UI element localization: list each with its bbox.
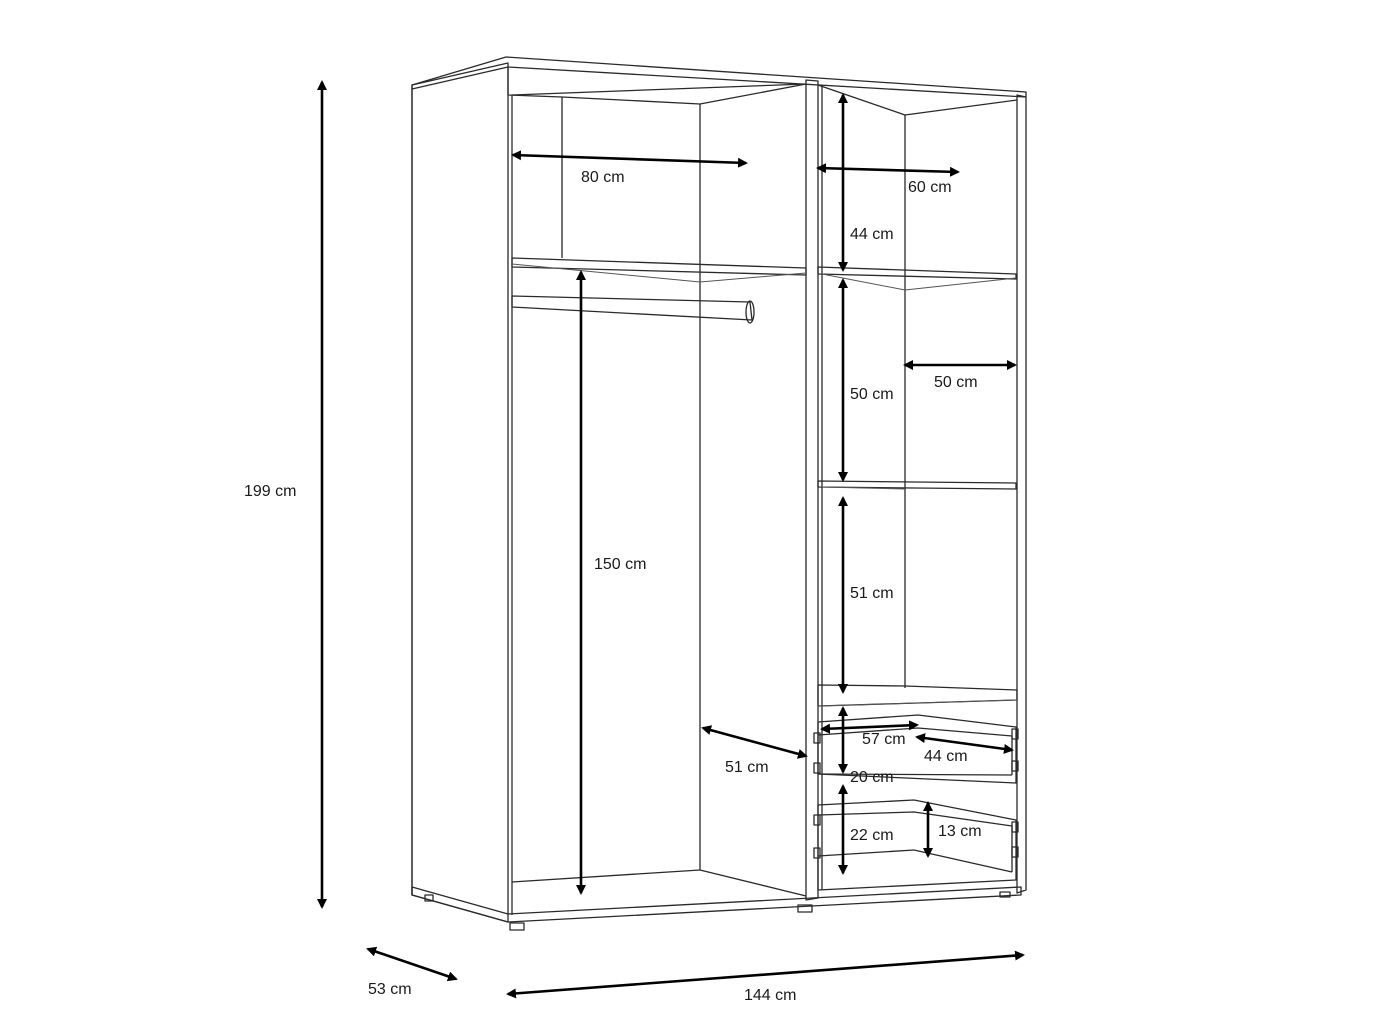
hanging-height-label: 150 cm xyxy=(594,556,646,573)
foot xyxy=(999,891,1011,898)
width-total-arrow xyxy=(506,950,1025,999)
base-panel xyxy=(411,886,1022,923)
width-total-label: 144 cm xyxy=(744,987,796,1004)
right-width-arrow xyxy=(816,163,960,177)
hanging-rail xyxy=(511,295,755,324)
center-divider xyxy=(805,79,819,901)
shelf2-height-label: 50 cm xyxy=(850,386,894,403)
drawer-depth-arrow xyxy=(915,733,1014,754)
depth-total-arrow xyxy=(366,946,458,982)
height-total-label: 199 cm xyxy=(244,483,296,500)
depth-total-label: 53 cm xyxy=(368,981,412,998)
drawer-width-arrow xyxy=(820,720,919,734)
foot xyxy=(424,894,434,902)
shelf1-height-label: 44 cm xyxy=(850,226,894,243)
top-panel xyxy=(411,56,1027,98)
drawer-width-label: 57 cm xyxy=(862,731,906,748)
drawer1-height-label: 20 cm xyxy=(850,769,894,786)
left-width-label: 80 cm xyxy=(581,169,625,186)
foot xyxy=(797,904,813,913)
right-width-label: 60 cm xyxy=(908,179,952,196)
left-shelf xyxy=(511,257,807,276)
right-shelf-1 xyxy=(817,266,1017,280)
dimension-labels: 199 cm 53 cm 144 cm 80 cm 150 cm 51 cm 6… xyxy=(244,169,982,1004)
drawer2-height-label: 22 cm xyxy=(850,827,894,844)
drawer-2 xyxy=(813,799,1019,891)
right-side-panel xyxy=(1016,94,1027,894)
foot xyxy=(509,922,525,931)
left-side-panel xyxy=(411,62,509,923)
left-width-arrow xyxy=(511,150,748,168)
drawer-divider-shelf xyxy=(817,684,1018,707)
right-shelf-2 xyxy=(817,480,1017,490)
wardrobe-body xyxy=(411,56,1027,931)
dimension-arrows xyxy=(317,80,1025,999)
shelf3-height-label: 51 cm xyxy=(850,585,894,602)
inner-depth-label: 51 cm xyxy=(725,759,769,776)
inner-depth-arrow xyxy=(701,725,808,759)
shelf-depth-label: 50 cm xyxy=(934,374,978,391)
drawer-depth-label: 44 cm xyxy=(924,748,968,765)
drawer-inner-height-label: 13 cm xyxy=(938,823,982,840)
